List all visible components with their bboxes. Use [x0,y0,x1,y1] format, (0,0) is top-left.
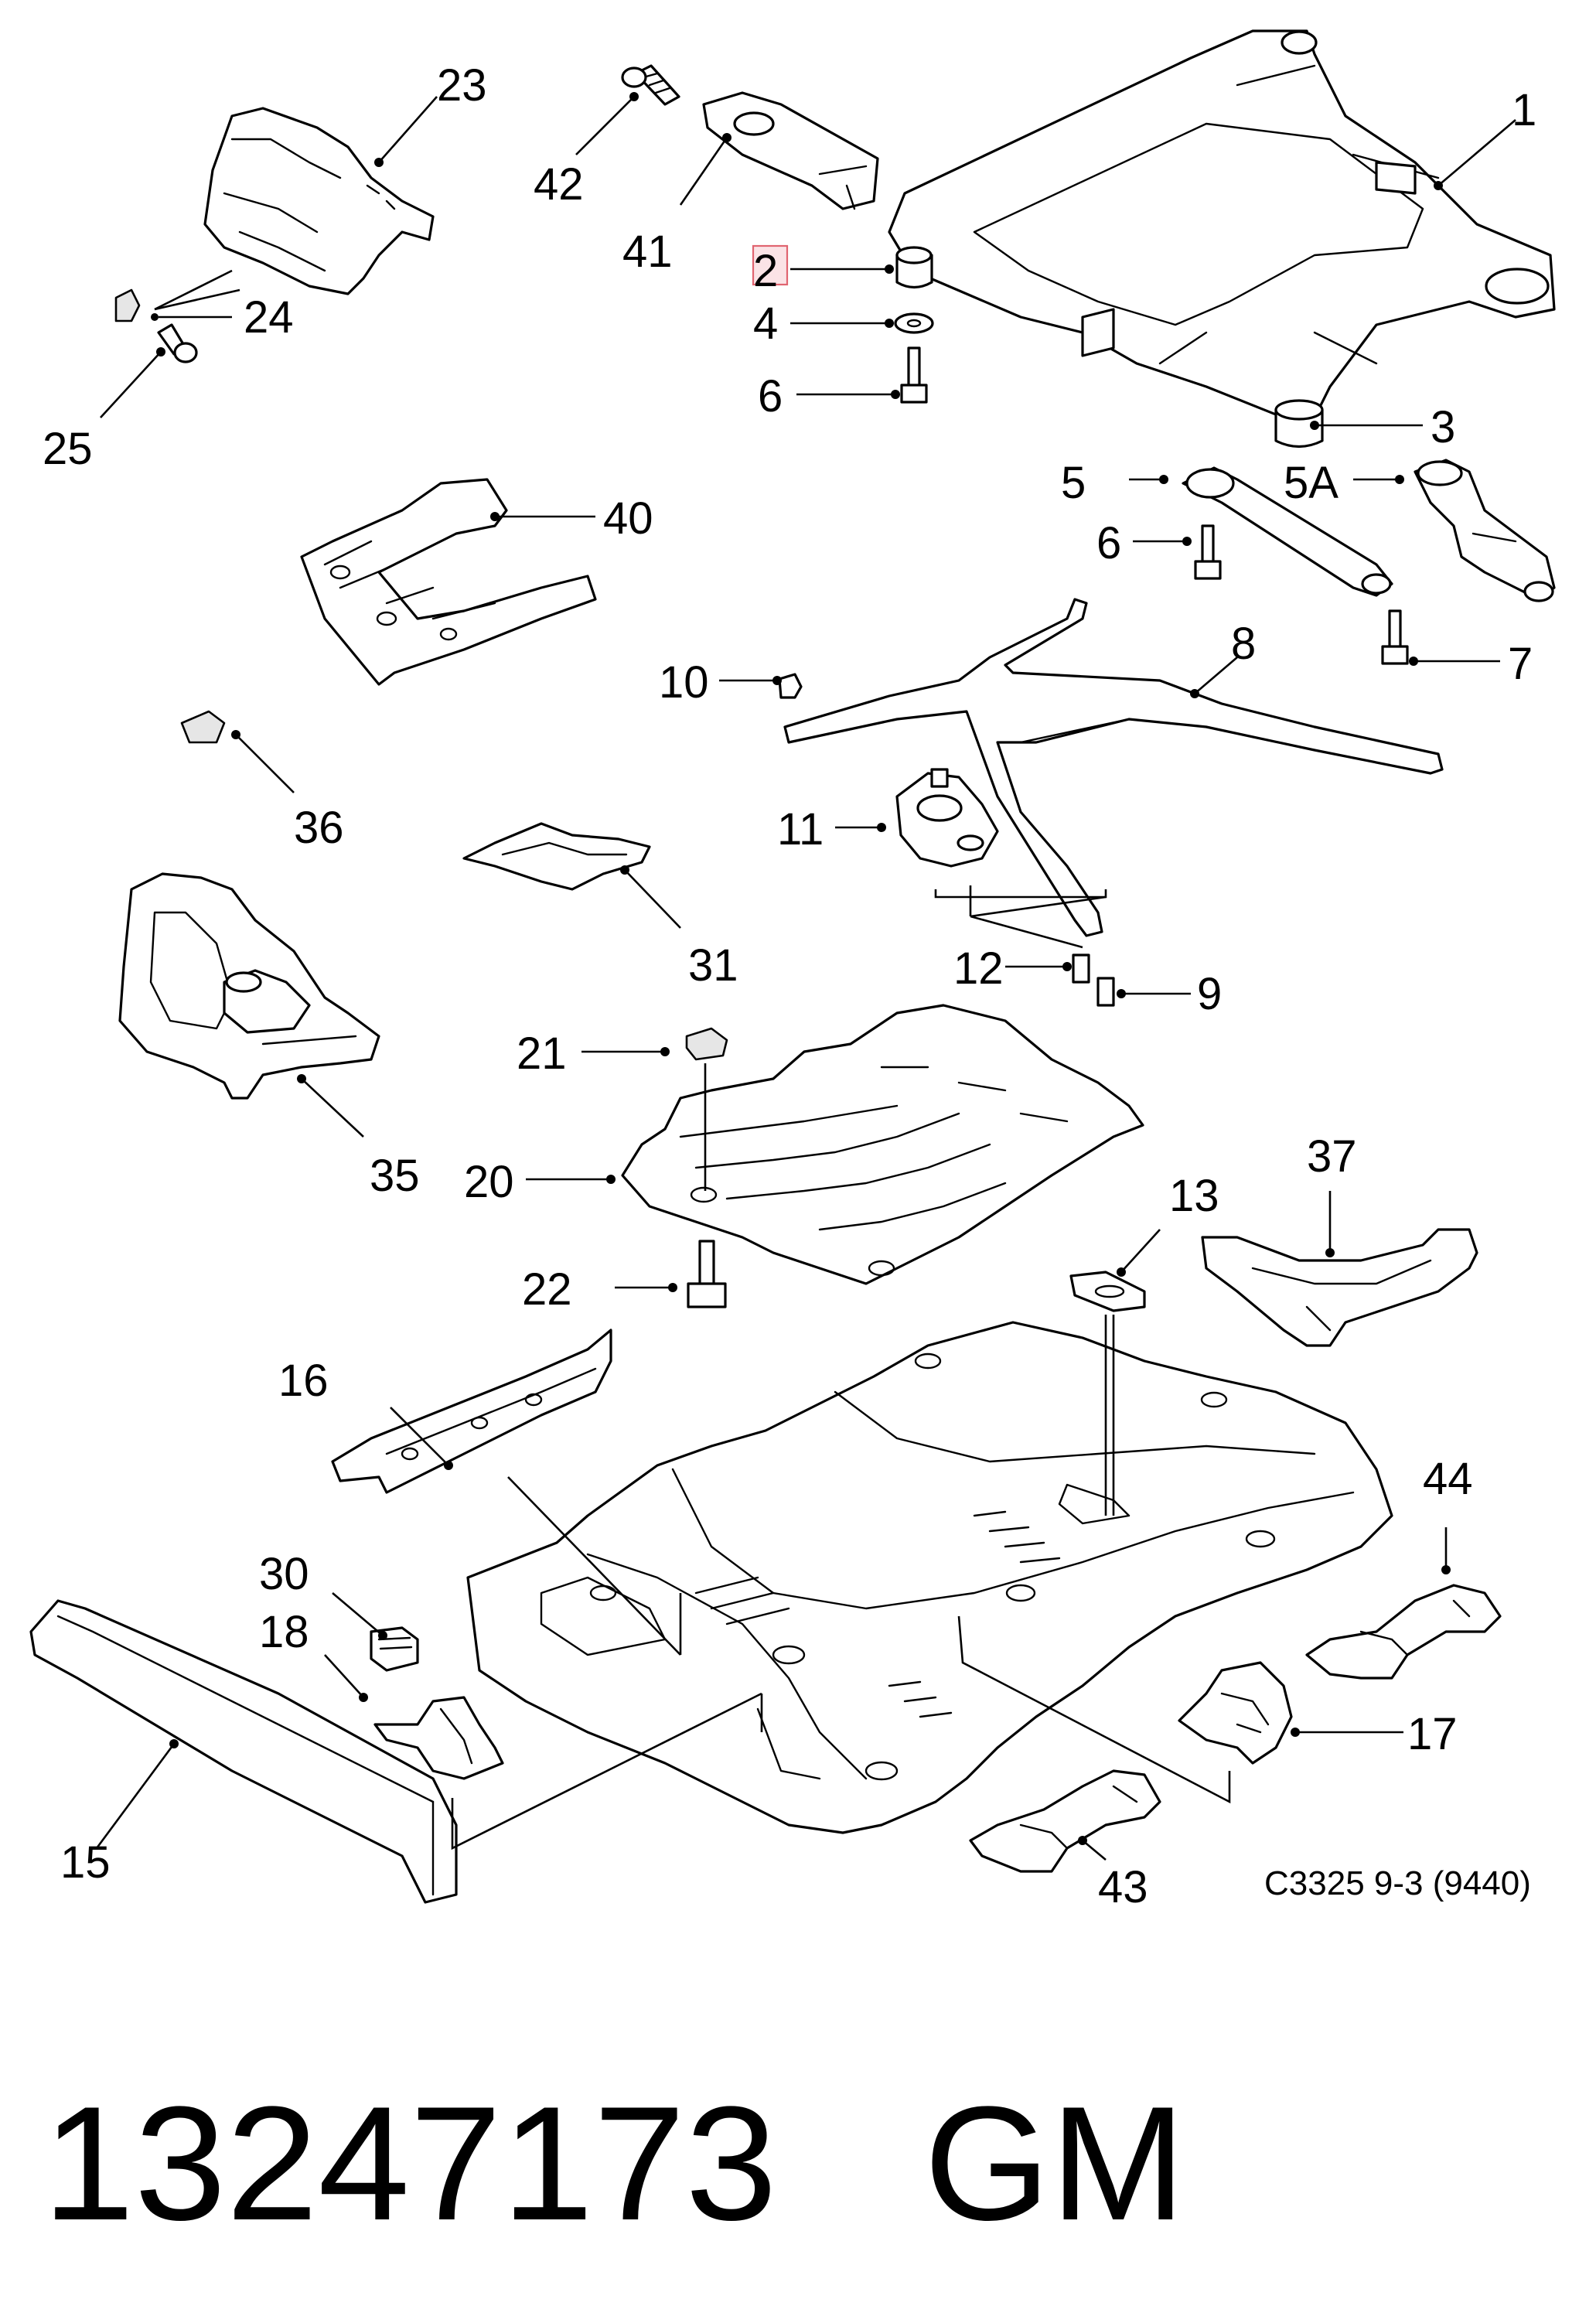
callout-1: 1 [1512,85,1536,135]
callout-16: 16 [278,1356,329,1406]
part-bolt-9 [1096,977,1115,1007]
callout-37: 37 [1307,1131,1357,1182]
callout-2: 2 [753,246,778,296]
part-crossmember-16 [331,1329,612,1494]
part-arm-5a [1414,459,1556,602]
part-bolt-7 [1381,609,1409,665]
part-shield-23 [203,107,435,295]
callout-42: 42 [534,159,584,210]
part-bracket-18 [373,1696,504,1780]
part-bushing-3 [1274,399,1324,449]
callout-4: 4 [753,298,778,349]
part-bracket-44 [1305,1584,1502,1680]
callout-12: 12 [953,943,1004,994]
part-nut-10 [778,673,803,699]
callout-6-upper: 6 [758,371,783,421]
callout-30: 30 [259,1549,309,1599]
part-sill-15 [29,1599,458,1904]
brand-label: GM [924,2072,1185,2254]
callout-41: 41 [622,227,673,277]
part-bushing-2 [895,246,933,289]
part-clip-30 [370,1626,419,1672]
callout-8: 8 [1231,619,1256,669]
callout-25: 25 [43,424,93,474]
callout-20: 20 [464,1157,514,1207]
callout-23: 23 [437,60,487,111]
callout-7: 7 [1508,639,1533,689]
part-panel-20 [621,1004,1144,1285]
callout-22: 22 [522,1264,572,1315]
callout-labels: 1 2 3 4 5 5A 6 6 7 8 9 10 11 12 13 15 16… [43,60,1536,1912]
callout-17: 17 [1407,1709,1458,1759]
part-bracket-41 [702,91,879,210]
callout-11: 11 [777,804,824,854]
callout-24: 24 [244,292,294,343]
part-bracket-40 [300,478,597,686]
part-clip-36 [180,710,226,744]
part-subframe [888,29,1556,435]
part-grommet-13 [1069,1271,1146,1312]
reference-code: C3325 9-3 (9440) [1264,1864,1531,1902]
part-bracket-31 [462,822,651,891]
part-number: 13247173 [43,2072,777,2254]
part-bolt-25 [157,323,198,363]
callout-6-lower: 6 [1096,518,1121,568]
part-clip-24 [114,288,141,322]
part-bolt-6-lower [1194,524,1222,580]
callout-5: 5 [1061,458,1086,508]
callout-43: 43 [1098,1862,1148,1912]
leader-lines [95,92,1516,1861]
callout-15: 15 [60,1837,111,1888]
part-bolt-42 [621,64,680,106]
part-housing-35 [118,872,380,1100]
part-bolt-6-upper [900,346,928,404]
part-arm-5 [1182,466,1393,597]
part-washer [894,312,934,334]
callout-13: 13 [1169,1171,1219,1221]
part-bracket-37 [1201,1228,1478,1347]
callout-18: 18 [259,1607,309,1657]
part-bolt-22 [687,1240,727,1308]
part-mount-11 [895,768,999,868]
highlight-box [752,244,789,286]
callout-5a: 5A [1284,458,1339,508]
part-clip-21 [685,1027,728,1061]
callout-40: 40 [603,493,653,544]
callout-3: 3 [1431,402,1455,452]
callout-9: 9 [1197,969,1222,1019]
callout-36: 36 [294,803,344,853]
part-bolt-12 [1072,953,1090,984]
callout-44: 44 [1423,1454,1473,1504]
part-bracket-43 [969,1769,1161,1873]
part-bracket-17 [1178,1661,1293,1765]
callout-21: 21 [517,1028,567,1079]
part-brace-8 [783,598,1444,937]
callout-10: 10 [659,657,709,708]
callout-31: 31 [688,940,738,991]
callout-35: 35 [370,1151,420,1201]
